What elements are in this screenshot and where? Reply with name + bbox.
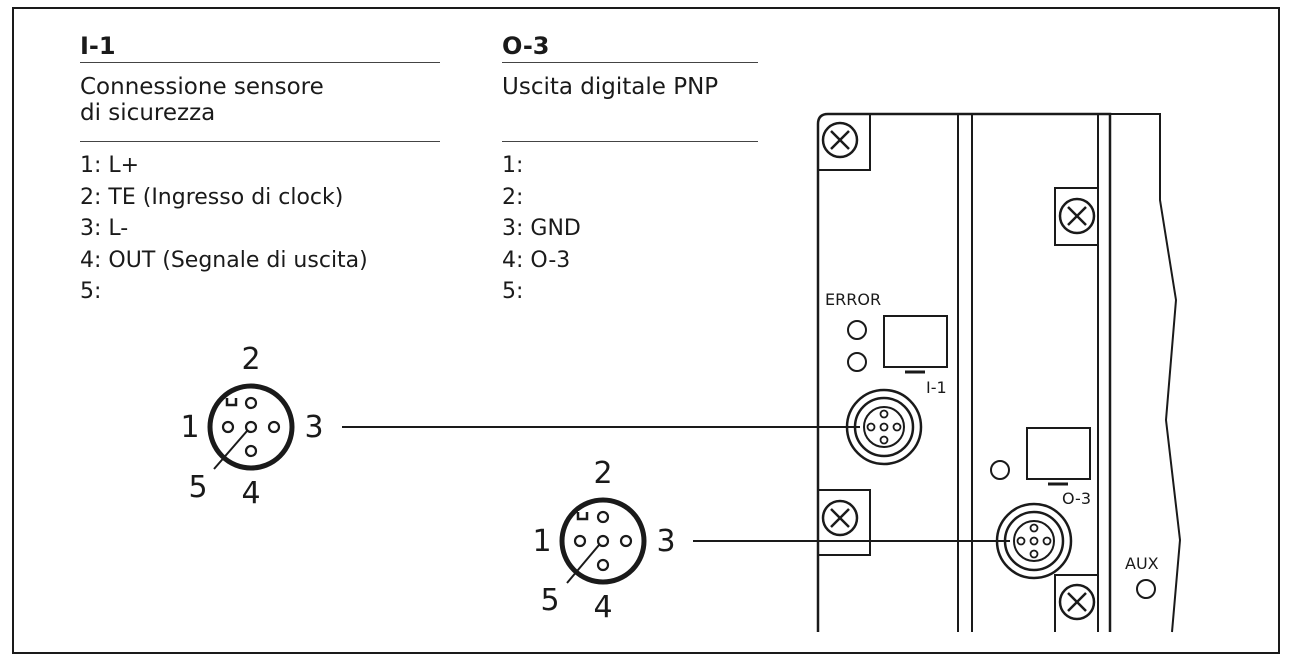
o3-description: Uscita digitale PNP [502, 74, 718, 100]
o3-socket-ring [1003, 510, 1065, 572]
device-break-edge [1110, 113, 1182, 633]
i1-connector-key [225, 398, 238, 407]
i1-socket-face [863, 406, 905, 448]
o3-connector-body [559, 497, 647, 585]
device-i1-label: I-1 [926, 378, 947, 397]
i1-description: Connessione sensore di sicurezza [80, 74, 324, 126]
device-o3-port-area [990, 427, 1156, 599]
o3-pin-5: 5: [502, 279, 524, 304]
o3-num-1: 1 [532, 524, 551, 559]
i1-title: I-1 [80, 32, 116, 60]
o3-socket-pin [1016, 536, 1026, 546]
screw-icon [1058, 197, 1096, 235]
i1-pin-1: 1: L+ [80, 153, 140, 178]
device-right-bracket [1054, 187, 1098, 246]
o3-description-line: Uscita digitale PNP [502, 74, 719, 100]
o3-pin-4: 4: O-3 [502, 247, 571, 273]
aux-led-icon [1136, 579, 1156, 599]
i1-socket-ring [853, 396, 915, 458]
i1-title-rule [80, 62, 440, 63]
o3-pin-2: 2: [502, 184, 524, 210]
o3-socket-pin [1029, 523, 1039, 533]
i1-socket-pin [879, 422, 889, 432]
o3-pin-5-leader [566, 544, 600, 584]
aux-label: AUX [1125, 554, 1159, 573]
o3-connector-pinout [559, 497, 647, 585]
i1-num-2: 2 [241, 342, 260, 377]
screw-icon [821, 499, 859, 537]
i1-pin-circle-4 [244, 444, 258, 458]
device-screws [821, 121, 1096, 621]
o3-column: O-3 [502, 32, 550, 60]
status-led-icon [847, 352, 867, 372]
o3-num-5: 5 [540, 583, 559, 618]
o3-pin-3: 3: GND [502, 216, 581, 241]
i1-socket-pin [879, 409, 889, 419]
i1-pin-circle-5 [244, 420, 258, 434]
i1-pin-4: 4: OUT (Segnale di uscita) [80, 247, 368, 273]
i1-description-rule [80, 141, 440, 142]
i1-num-5: 5 [188, 470, 207, 505]
i1-socket-pin [892, 422, 902, 432]
o3-num-2: 2 [593, 456, 612, 491]
device-outline [816, 112, 1112, 632]
i1-pin-5: 5: [80, 279, 102, 304]
o3-num-3: 3 [656, 524, 675, 559]
o3-pin-circle-2 [596, 510, 610, 524]
screw-icon [821, 121, 859, 159]
o3-label-window [1026, 427, 1091, 480]
device-o3-label: O-3 [1062, 489, 1091, 508]
i1-pin-circle-2 [244, 396, 258, 410]
screw-icon [1058, 583, 1096, 621]
o3-connector-key [576, 512, 589, 521]
o3-socket-outer [995, 502, 1073, 580]
i1-pin-circle-1 [221, 420, 235, 434]
i1-description-line: di sicurezza [80, 100, 216, 126]
o3-pin-circle-5 [596, 534, 610, 548]
i1-socket-pin [879, 435, 889, 445]
o3-title: O-3 [502, 32, 550, 60]
o3-pin-list: 1: 2: 3: GND 4: O-3 5: [502, 150, 581, 308]
error-led-icon [847, 320, 867, 340]
error-label: ERROR [825, 290, 881, 309]
i1-description-line: Connessione sensore [80, 74, 324, 100]
i1-connector-body [207, 383, 295, 471]
i1-pin-circle-3 [267, 420, 281, 434]
i1-num-3: 3 [304, 410, 323, 445]
i1-pin-3: 3: L- [80, 216, 129, 241]
i1-socket-pin [866, 422, 876, 432]
o3-description-rule [502, 141, 758, 142]
o3-socket-pin [1029, 549, 1039, 559]
o3-num-4: 4 [593, 590, 612, 625]
device-housing [816, 112, 1182, 633]
diagram-frame [12, 7, 1280, 654]
i1-socket-outer [845, 388, 923, 466]
i1-num-1: 1 [180, 410, 199, 445]
i1-pin-list: 1: L+ 2: TE (Ingresso di clock) 3: L- 4:… [80, 150, 368, 308]
i1-connector-key-gap [227, 397, 236, 403]
o3-socket-pin [1042, 536, 1052, 546]
i1-connector-pinout [207, 383, 295, 471]
o3-pin-circle-4 [596, 558, 610, 572]
o3-led-icon [990, 460, 1010, 480]
o3-socket-pin [1029, 536, 1039, 546]
device-lower-bracket [818, 489, 871, 556]
i1-label-window [883, 315, 948, 368]
o3-connector-key-gap [578, 511, 587, 517]
device-bottom-bracket [1054, 574, 1098, 632]
o3-pin-circle-3 [619, 534, 633, 548]
i1-column: I-1 [80, 32, 116, 60]
o3-title-rule [502, 62, 758, 63]
device-i1-port-area [845, 315, 948, 466]
i1-pin-2: 2: TE (Ingresso di clock) [80, 184, 344, 210]
i1-num-4: 4 [241, 476, 260, 511]
o3-socket-face [1013, 520, 1055, 562]
o3-pin-circle-1 [573, 534, 587, 548]
device-top-bracket [818, 114, 871, 171]
i1-pin-5-leader [213, 430, 248, 470]
o3-pin-1: 1: [502, 153, 524, 178]
